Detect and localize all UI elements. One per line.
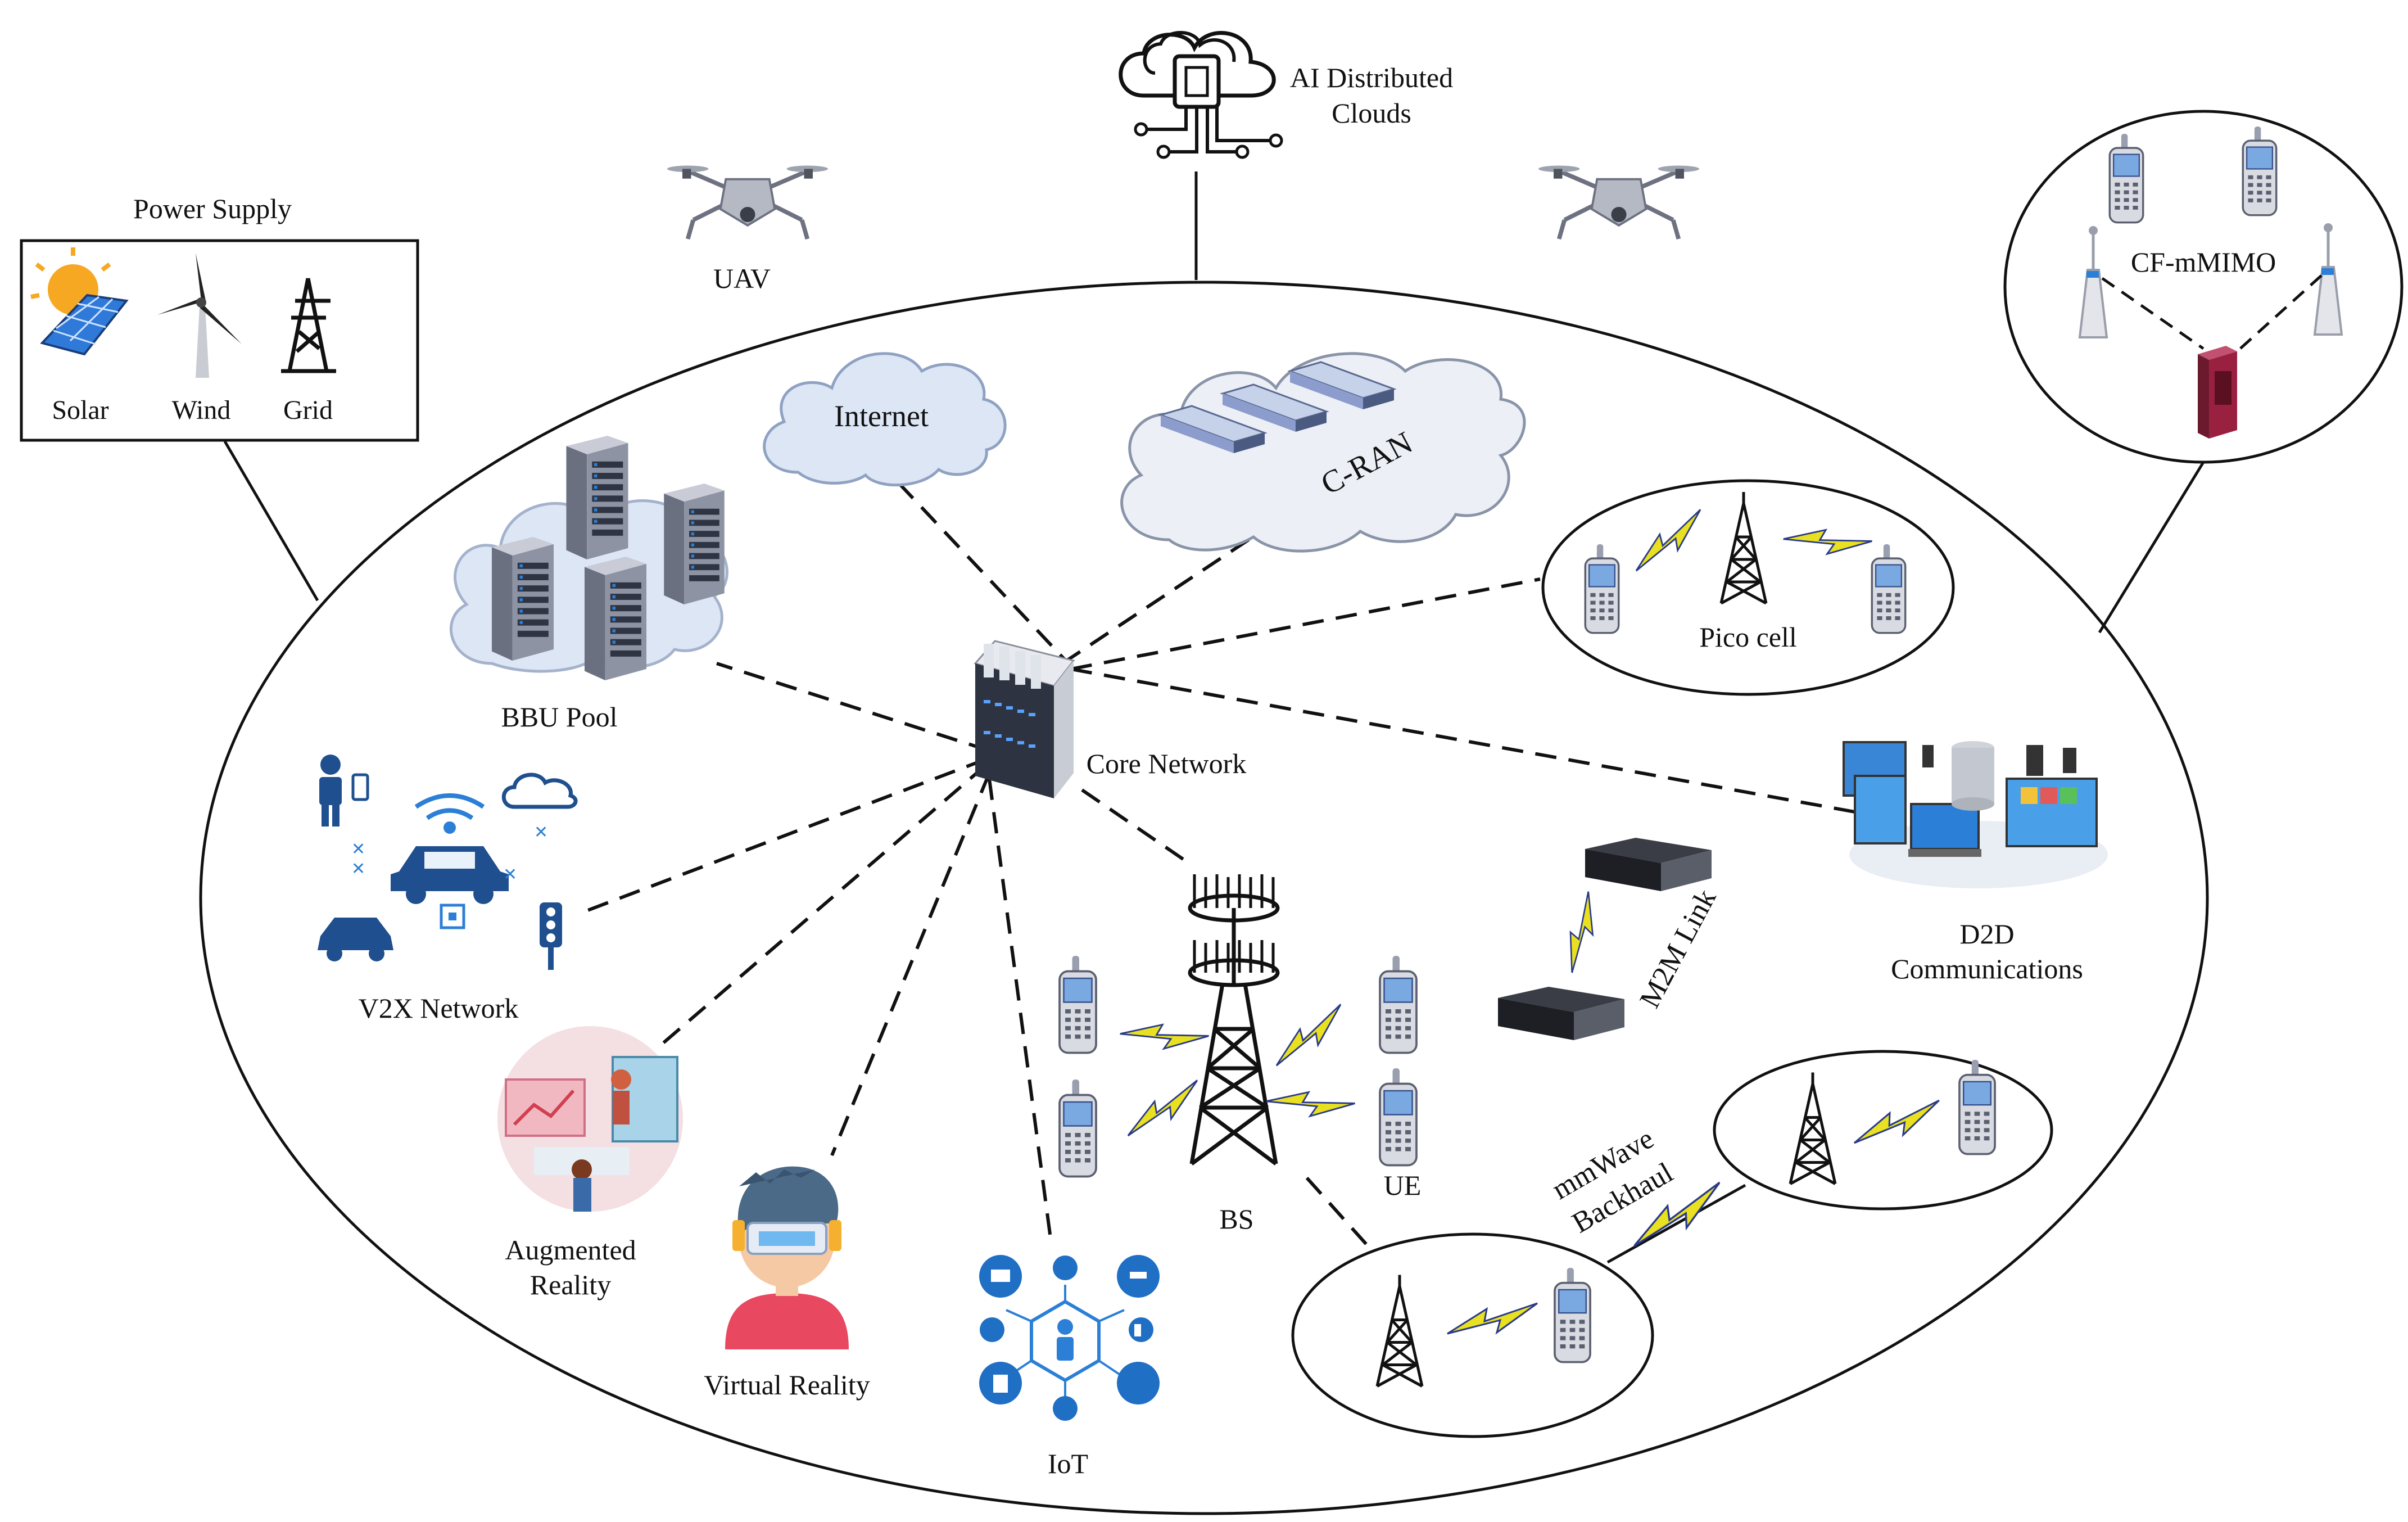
svg-text:✕: ✕: [351, 839, 365, 859]
ar-label-line2: Reality: [530, 1269, 611, 1300]
bs-tower-icon: [1188, 874, 1280, 1166]
m2m-devices-icon: [1498, 838, 1712, 1040]
ue-phone-icon: [1058, 1080, 1097, 1178]
svg-text:✕: ✕: [351, 859, 365, 879]
v2x-label: V2X Network: [359, 992, 519, 1024]
car-icon: [318, 918, 393, 961]
virtual-reality-icon: [725, 1166, 849, 1349]
server-rack-icon: [664, 484, 725, 604]
solar-panel-icon: [30, 247, 129, 356]
power-supply-label: Power Supply: [133, 193, 292, 224]
bbu-pool-cloud: [450, 436, 728, 680]
ue-phone-icon: [1379, 1068, 1418, 1167]
person-icon: [319, 755, 369, 827]
wireless-link-icon: [1263, 1003, 1354, 1067]
internet-label: Internet: [834, 399, 929, 433]
wireless-link-icon: [1265, 1073, 1356, 1131]
d2d-devices-icon: [1843, 741, 2108, 888]
grid-label: Grid: [283, 395, 333, 425]
ai-clouds-label-line2: Clouds: [1332, 97, 1411, 129]
pico-cell-label: Pico cell: [1699, 621, 1797, 653]
core-network-label: Core Network: [1087, 748, 1247, 779]
ai-cloud-icon: [1119, 31, 1283, 159]
vr-label: Virtual Reality: [704, 1369, 870, 1401]
remote-cell: [1713, 1050, 2053, 1211]
internet-cloud-icon: [763, 352, 1007, 487]
ue-phone-icon: [1058, 956, 1097, 1054]
access-point-icon: [2078, 226, 2108, 338]
iot-label: IoT: [1048, 1448, 1088, 1479]
pico-cell: Pico cell: [1541, 479, 1955, 696]
ai-clouds-label-line1: AI Distributed: [1290, 62, 1453, 93]
car-icon: [391, 846, 509, 904]
cpu-server-icon: [2198, 346, 2237, 439]
traffic-light-icon: [540, 902, 562, 970]
grid-pylon-icon: [281, 278, 336, 373]
backhaul-line: [1606, 1184, 1746, 1264]
uav-drone-icon: [667, 166, 828, 240]
cloud-icon: [501, 773, 578, 809]
bs-label: BS: [1219, 1203, 1253, 1235]
iot-icon: [979, 1255, 1160, 1421]
wireless-link-icon: [1119, 1006, 1210, 1064]
ar-label-line1: Augmented: [505, 1234, 636, 1266]
uav-label: UAV: [713, 263, 771, 294]
c-ran-cloud-icon: [1120, 352, 1526, 553]
small-cell: [1291, 1232, 1654, 1438]
wireless-link-icon: [1117, 1079, 1208, 1137]
base-station: [1058, 874, 1418, 1178]
wind-label: Wind: [172, 395, 231, 425]
core-network-server-icon: [974, 640, 1075, 798]
switch-icon: [1158, 405, 1268, 453]
server-rack-icon: [566, 436, 628, 559]
switch-icon: [1220, 383, 1329, 432]
m2m-label: M2M Link: [1633, 884, 1722, 1013]
power-supply-box: Power Supply Solar Wind: [20, 193, 419, 442]
wind-turbine-icon: [157, 253, 242, 378]
chip-icon: [440, 904, 465, 929]
network-boundary: [199, 281, 2209, 1515]
cf-mmimo-label: CF-mMIMO: [2131, 246, 2276, 278]
ue-label: UE: [1384, 1169, 1422, 1201]
svg-text:✕: ✕: [503, 865, 517, 884]
d2d-label-line2: Communications: [1891, 953, 2083, 984]
access-point-icon: [2313, 223, 2343, 336]
solar-label: Solar: [52, 395, 108, 425]
wireless-link-icon: [1548, 890, 1613, 974]
solid-connectors: [223, 171, 2205, 634]
augmented-reality-icon: [497, 1026, 683, 1212]
switch-icon: [1287, 361, 1397, 409]
v2x-network-icon: ✕✕✕✕: [318, 755, 578, 970]
cf-mmimo-cell: CF-mMIMO: [2003, 110, 2404, 464]
uav-drone-icon-2: [1538, 166, 1699, 240]
svg-text:✕: ✕: [534, 823, 548, 842]
d2d-label-line1: D2D: [1959, 918, 2014, 950]
server-rack-icon: [492, 537, 554, 661]
ue-phone-icon: [1379, 956, 1418, 1054]
bbu-pool-label: BBU Pool: [501, 701, 617, 733]
wifi-icon: [414, 793, 485, 834]
server-rack-icon: [585, 557, 646, 680]
